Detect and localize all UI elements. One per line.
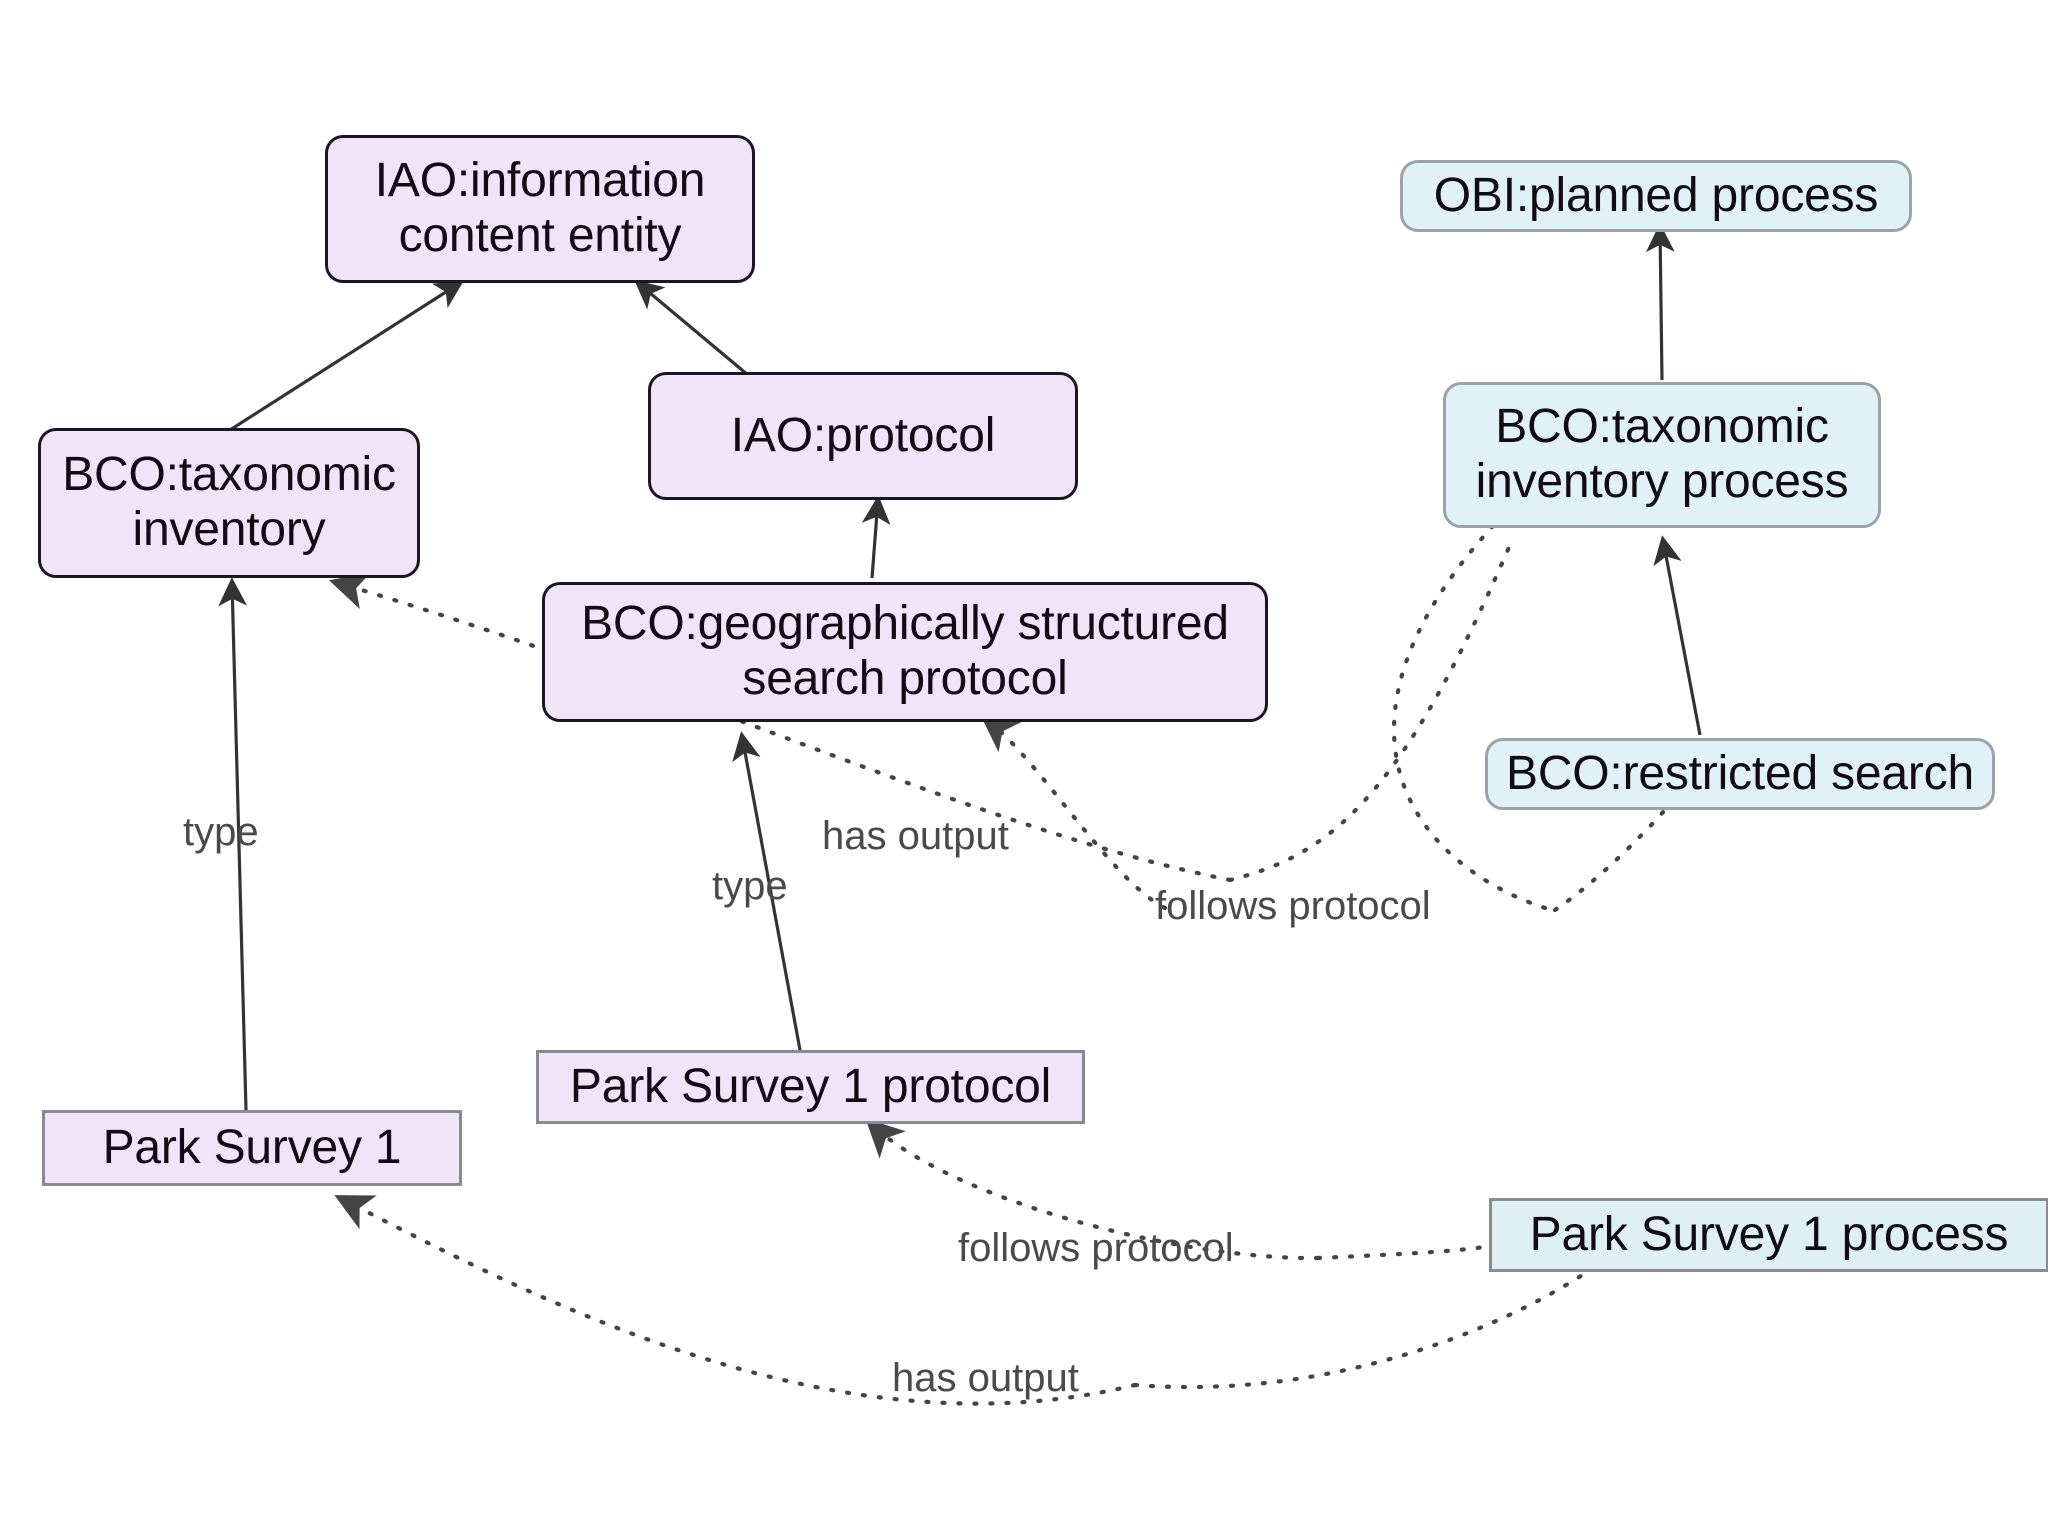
node-iao-information-content-entity[interactable]: IAO:information content entity: [325, 135, 755, 283]
node-bco-taxonomic-inventory[interactable]: BCO:taxonomic inventory: [38, 428, 420, 578]
edge-label-follows-protocol-mid: follows protocol: [1155, 884, 1431, 928]
node-obi-planned-process[interactable]: OBI:planned process: [1400, 160, 1912, 232]
node-iao-protocol[interactable]: IAO:protocol: [648, 372, 1078, 500]
edge-label-has-output-mid: has output: [822, 814, 1009, 858]
node-bco-taxonomic-inventory-process[interactable]: BCO:taxonomic inventory process: [1443, 382, 1881, 528]
edge-tail-has-output-bottom: [1132, 1267, 1593, 1390]
edge-label-has-output-bottom: has output: [892, 1356, 1079, 1400]
edge-restricted-to-tax-process: [1653, 535, 1702, 736]
edge-follows-protocol-class: [979, 714, 1168, 911]
edge-label-follows-protocol-bottom: follows protocol: [958, 1226, 1234, 1270]
edge-tail-follows-protocol-bottom: [1315, 1232, 1512, 1261]
node-park-survey-1-protocol[interactable]: Park Survey 1 protocol: [536, 1050, 1085, 1124]
edge-label-type-left: type: [183, 810, 259, 854]
edge-tail-has-output-right: [1227, 542, 1513, 883]
edge-follows-protocol-class-to-process: [1391, 460, 1560, 911]
edge-geo-search-to-protocol: [861, 495, 891, 579]
node-bco-geographically-structured-search-protocol[interactable]: BCO:geographically structured search pro…: [542, 582, 1268, 722]
edge-tax-process-to-planned: [1645, 223, 1675, 381]
edge-protocol-to-ice: [634, 279, 750, 377]
edge-label-type-mid: type: [712, 864, 788, 908]
node-park-survey-1[interactable]: Park Survey 1: [42, 1110, 462, 1186]
node-park-survey-1-process[interactable]: Park Survey 1 process: [1489, 1198, 2048, 1272]
node-bco-restricted-search[interactable]: BCO:restricted search: [1485, 738, 1995, 810]
edge-taxonomic-inventory-to-ice: [229, 280, 465, 432]
